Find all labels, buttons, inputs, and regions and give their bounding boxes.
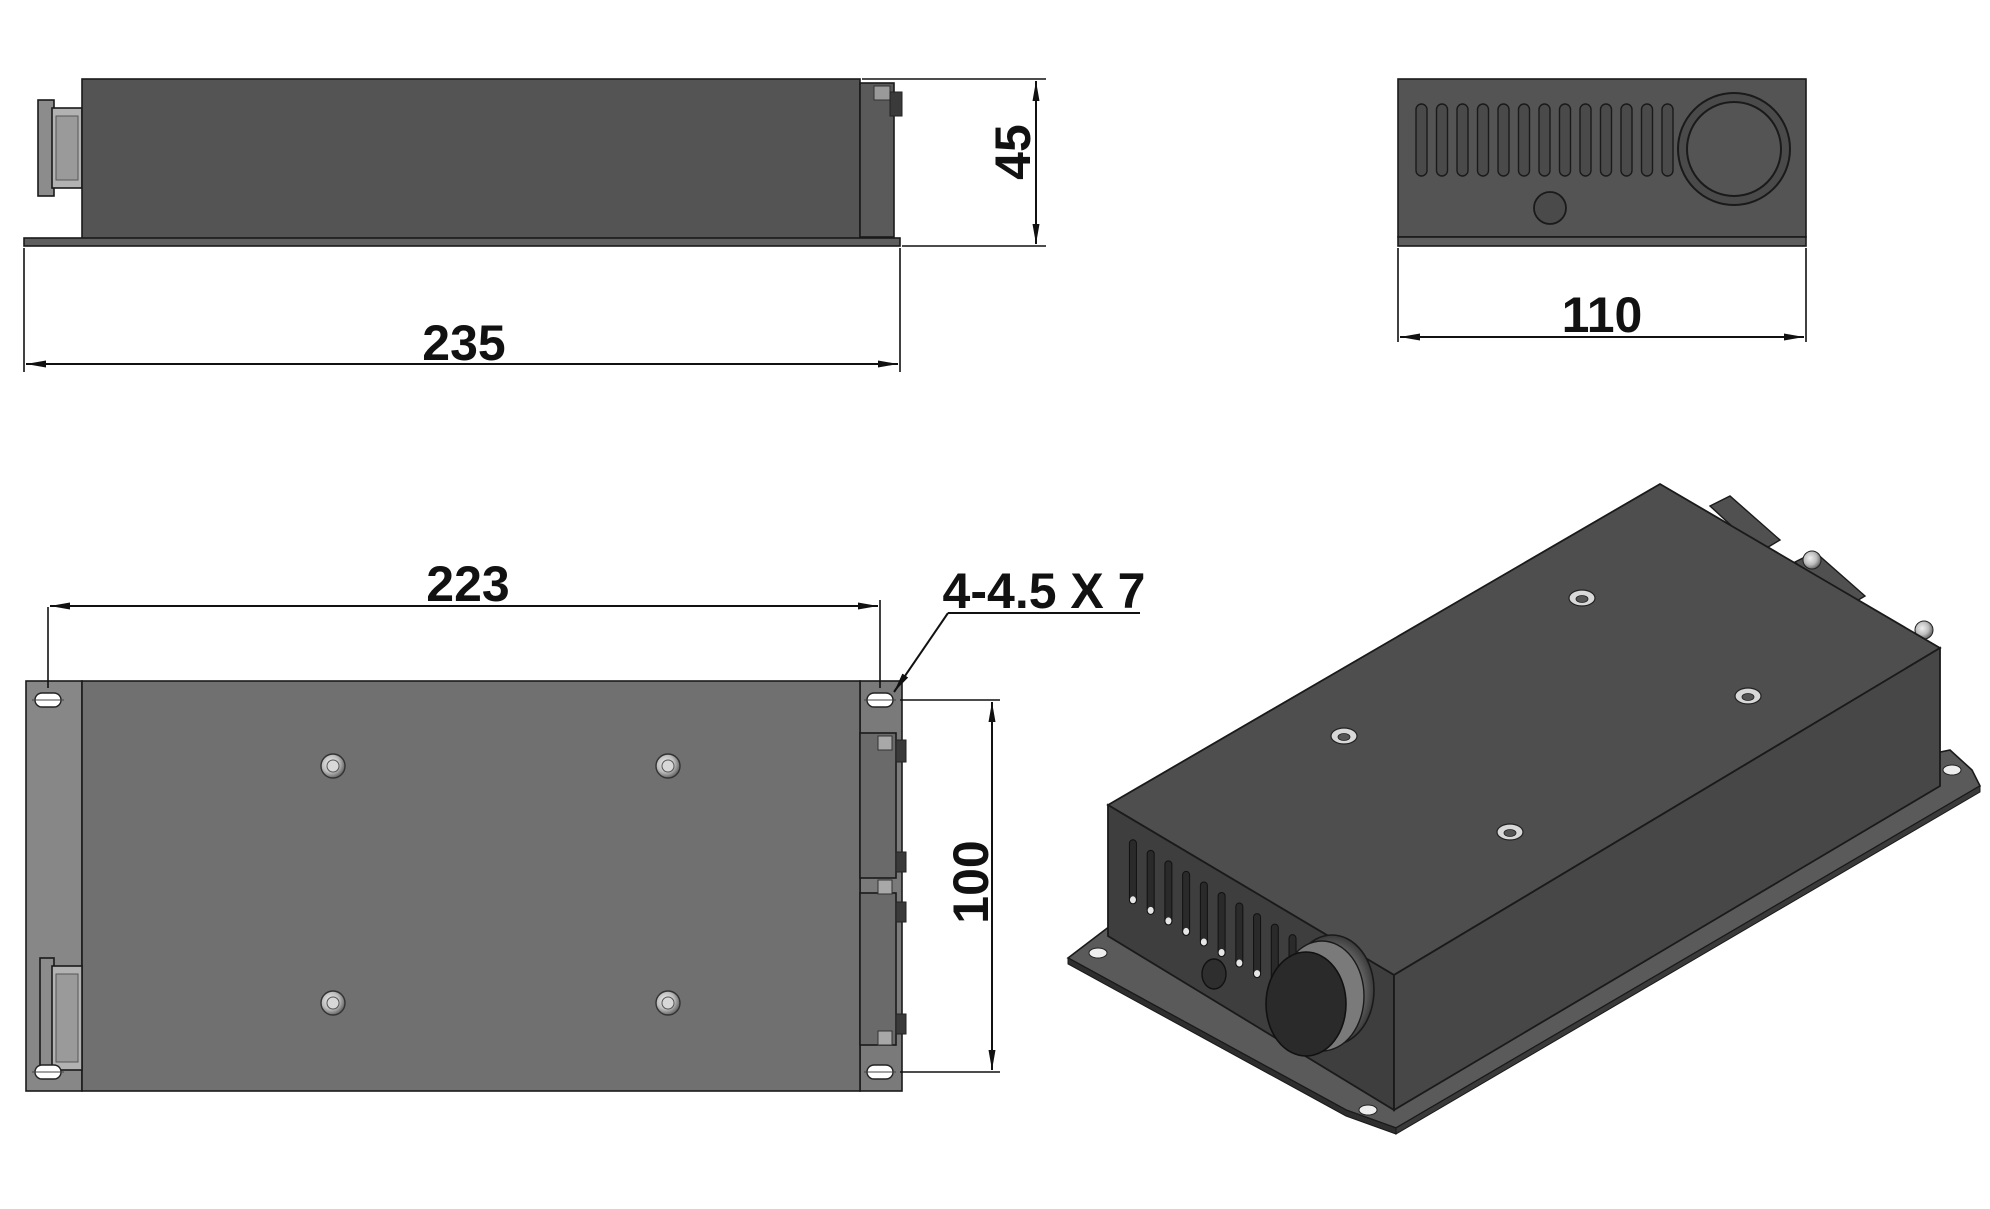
vent-slot-highlight bbox=[1218, 949, 1225, 956]
vent-slot bbox=[1579, 103, 1592, 177]
top-length-label: 223 bbox=[426, 556, 509, 612]
vent-slot-highlight bbox=[1165, 917, 1172, 925]
vent-slot bbox=[1517, 103, 1531, 177]
side-length-label: 235 bbox=[422, 315, 505, 371]
top-view: 223 100 4-4.5 X 7 bbox=[25, 556, 1146, 1092]
top-view-bolts bbox=[320, 753, 681, 1016]
vent-slot bbox=[1164, 860, 1173, 926]
end-width-label: 110 bbox=[1562, 287, 1643, 343]
end-view-jack bbox=[1533, 191, 1567, 225]
iso-jack bbox=[1201, 958, 1227, 990]
side-view-connector bbox=[37, 99, 83, 197]
vent-slot-highlight bbox=[1147, 906, 1154, 914]
vent-slot bbox=[1146, 849, 1155, 915]
end-view-base-plate bbox=[1397, 236, 1807, 247]
hole-callout-label: 4-4.5 X 7 bbox=[943, 563, 1146, 619]
vent-slot bbox=[1456, 103, 1469, 177]
side-view-base-plate bbox=[23, 237, 901, 247]
iso-knob bbox=[1265, 934, 1375, 1057]
top-hole-center bbox=[1575, 595, 1589, 603]
vent-slot bbox=[1558, 103, 1572, 177]
vent-slot bbox=[1435, 103, 1449, 177]
vent-slot-highlight bbox=[1236, 959, 1243, 967]
top-view-body bbox=[81, 680, 861, 1092]
iso-base-holes bbox=[1088, 764, 1962, 1116]
side-view-body bbox=[81, 78, 861, 240]
iso-top-holes bbox=[1330, 589, 1762, 841]
isometric-view bbox=[1066, 482, 1982, 1135]
top-width-label: 100 bbox=[943, 840, 999, 923]
side-view-rear-panel bbox=[859, 82, 895, 238]
vent-slot bbox=[1235, 902, 1244, 968]
end-view-vent-slots bbox=[1415, 103, 1674, 177]
end-view-knob-inner bbox=[1686, 101, 1782, 197]
vent-slot bbox=[1476, 103, 1490, 177]
top-hole-center bbox=[1503, 829, 1517, 837]
vent-slot-highlight bbox=[1183, 927, 1190, 935]
iso-side-face bbox=[1393, 646, 1941, 1112]
vent-slot bbox=[1182, 870, 1191, 936]
bolt-center bbox=[661, 759, 675, 773]
top-hole-center bbox=[1741, 693, 1755, 701]
vent-slot bbox=[1217, 892, 1226, 957]
vent-slot-highlight bbox=[1129, 896, 1136, 904]
vent-slot bbox=[1253, 913, 1262, 979]
bolt-center bbox=[326, 759, 340, 773]
top-view-connector bbox=[39, 957, 83, 1077]
hole-callout-leader bbox=[893, 612, 949, 693]
vent-slot bbox=[1497, 103, 1510, 177]
vent-slot bbox=[1415, 103, 1428, 177]
vent-slot bbox=[1661, 103, 1674, 177]
top-hole-center bbox=[1337, 733, 1351, 741]
vent-slot bbox=[1640, 103, 1654, 177]
vent-slot bbox=[1538, 103, 1551, 177]
top-view-mounting-slots bbox=[32, 692, 896, 1080]
vent-slot-highlight bbox=[1254, 970, 1261, 978]
side-view: 235 45 bbox=[23, 78, 1046, 372]
bolt-center bbox=[326, 996, 340, 1010]
vent-slot bbox=[1199, 881, 1208, 947]
vent-slot bbox=[1599, 103, 1613, 177]
top-view-rear-connectors bbox=[859, 732, 907, 1046]
side-height-label: 45 bbox=[985, 124, 1041, 180]
vent-slot-highlight bbox=[1200, 938, 1207, 946]
vent-slot bbox=[1128, 839, 1137, 905]
bolt-center bbox=[661, 996, 675, 1010]
end-view: 110 bbox=[1397, 78, 1807, 343]
vent-slot bbox=[1620, 103, 1633, 177]
